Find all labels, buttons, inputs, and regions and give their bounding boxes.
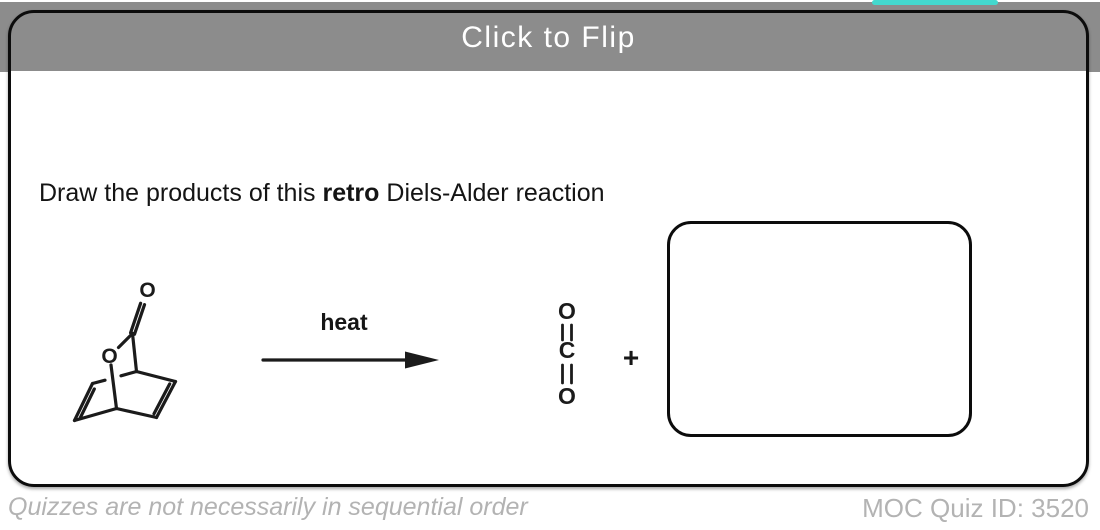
co2-structure: O C O xyxy=(558,298,576,409)
question-suffix: Diels-Alder reaction xyxy=(379,179,605,207)
co2-bottom-oxygen-label: O xyxy=(558,383,576,409)
reactant-structure: O O xyxy=(72,279,178,423)
quiz-id-label: MOC Quiz ID: 3520 xyxy=(862,493,1089,523)
footer-note: Quizzes are not necessarily in sequentia… xyxy=(8,493,528,521)
carbonyl-oxygen-label: O xyxy=(139,279,155,302)
question-emphasis: retro xyxy=(322,179,380,207)
card-title: Click to Flip xyxy=(461,21,636,54)
flashcard[interactable]: Click to Flip Draw the products of this … xyxy=(8,10,1089,487)
question-text: Draw the products of this retro Diels-Al… xyxy=(39,179,605,208)
reaction-arrow xyxy=(261,351,439,369)
reaction-condition-label: heat xyxy=(320,309,368,335)
co2-carbon-label: C xyxy=(559,337,576,363)
question-prefix: Draw the products of this xyxy=(39,179,323,207)
answer-placeholder-box xyxy=(667,221,972,437)
co2-top-oxygen-label: O xyxy=(558,298,576,324)
ring-oxygen-label: O xyxy=(101,345,117,368)
plus-sign: + xyxy=(622,342,640,373)
top-accent-bar[interactable] xyxy=(872,0,998,5)
